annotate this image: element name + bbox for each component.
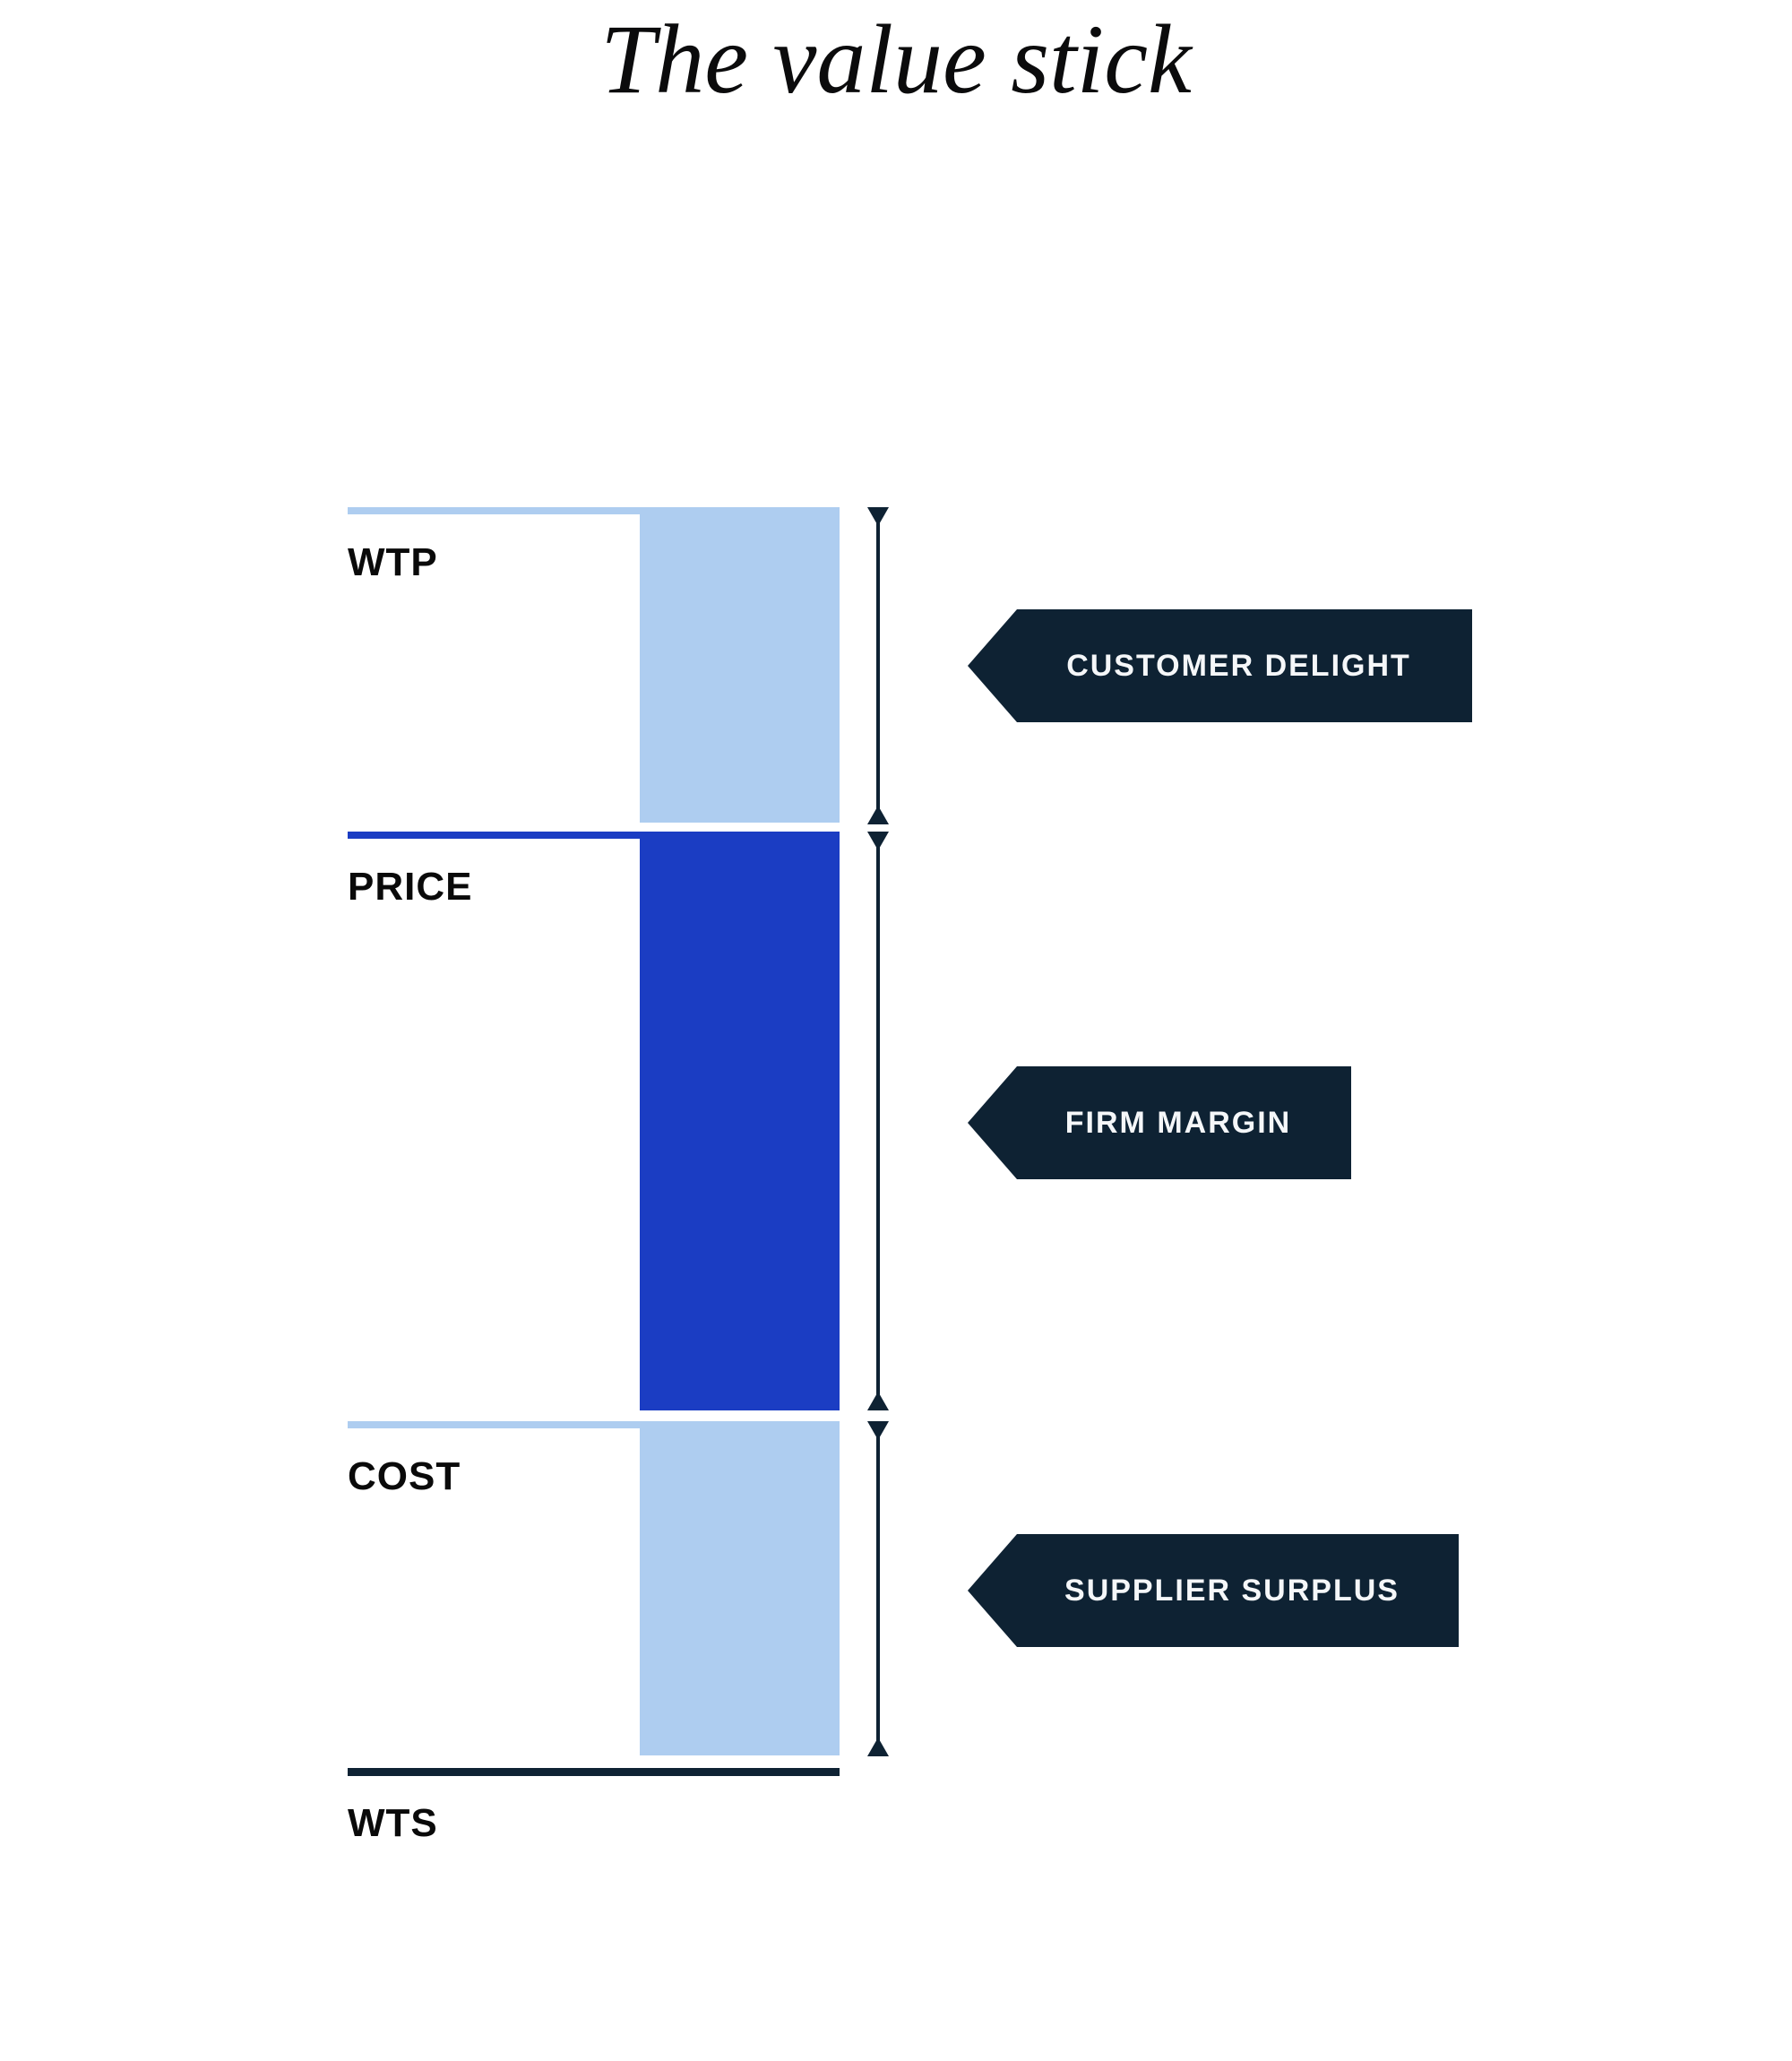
supplier-surplus-badge: SUPPLIER SURPLUS [968,1534,1459,1647]
cost-label: COST [348,1454,461,1498]
price-label: PRICE [348,865,473,909]
wts-boundary-line [348,1768,840,1776]
firm-margin-bar [640,832,840,1410]
firm-margin-badge: FIRM MARGIN [968,1066,1351,1179]
wts-label: WTS [348,1801,438,1845]
arrow-up-icon [867,806,889,824]
customer-delight-badge: CUSTOMER DELIGHT [968,609,1472,722]
wtp-label: WTP [348,540,438,584]
arrow-shaft [876,522,880,809]
page-title: The value stick [600,4,1192,114]
arrow-down-icon [867,832,889,850]
supplier-surplus-bar [640,1421,840,1755]
arrow-down-icon [867,1421,889,1440]
firm-margin-badge-label: FIRM MARGIN [1064,1105,1292,1140]
price-boundary-line [348,832,840,839]
customer-delight-bar [640,507,840,823]
arrow-up-icon [867,1738,889,1756]
cost-boundary-line [348,1421,840,1428]
arrow-down-icon [867,507,889,526]
arrow-up-icon [867,1392,889,1410]
supplier-surplus-badge-label: SUPPLIER SURPLUS [1064,1573,1400,1608]
arrow-shaft [876,1436,880,1741]
customer-delight-badge-label: CUSTOMER DELIGHT [1066,648,1411,683]
wtp-boundary-line [348,507,840,514]
arrow-shaft [876,847,880,1395]
customer-delight-span-arrow [867,507,889,824]
firm-margin-span-arrow [867,832,889,1410]
supplier-surplus-span-arrow [867,1421,889,1756]
